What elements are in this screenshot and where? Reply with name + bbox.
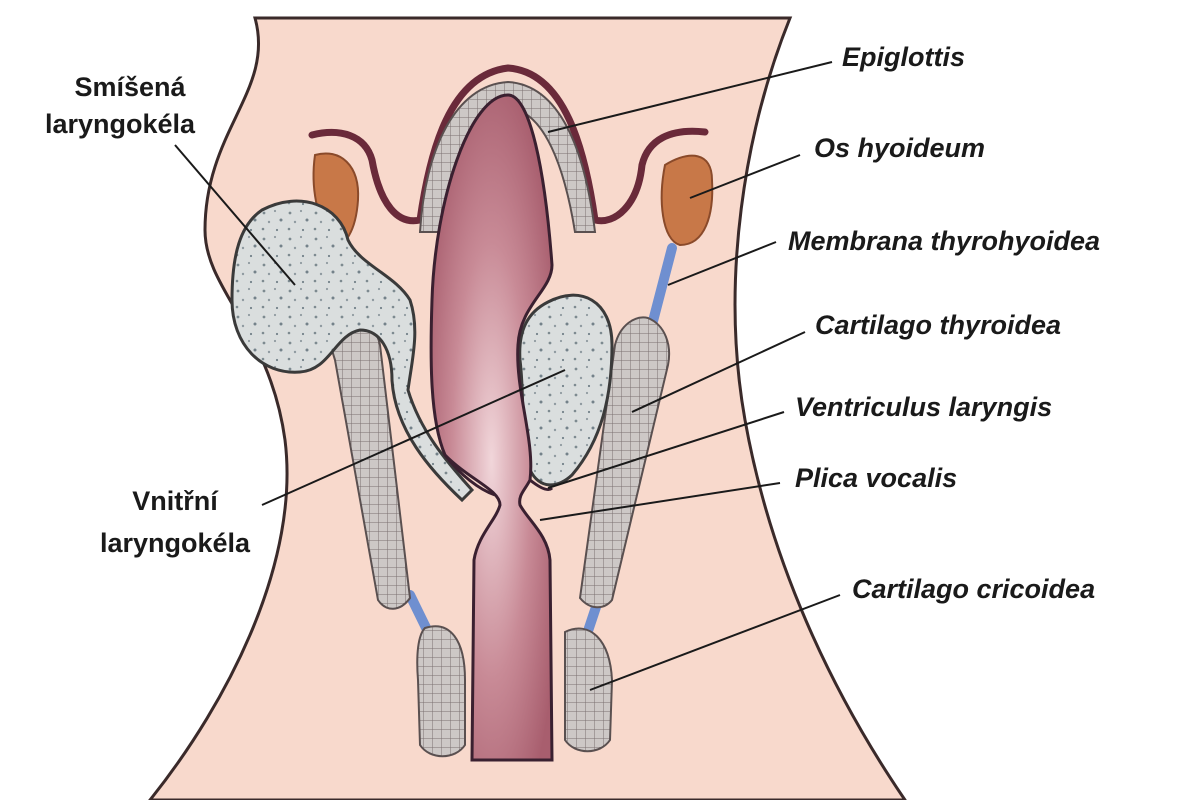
leader-cartilago-thyroidea — [631, 331, 806, 413]
leader-os-hyoideum — [689, 154, 801, 199]
leader-plica-vocalis — [539, 482, 781, 521]
leader-epiglottis — [547, 61, 833, 133]
leader-vnitrni-laryngokela — [261, 369, 566, 506]
membrane-thyrohyoid-right — [647, 243, 677, 330]
label-epiglottis: Epiglottis — [842, 42, 965, 72]
ventricle-left — [443, 454, 496, 497]
internal-laryngocele — [518, 293, 614, 487]
hyoid-right — [660, 154, 714, 247]
label-membrana-thyrohyoidea: Membrana thyrohyoidea — [788, 226, 1100, 256]
label-vnitrni-line2: laryngokéla — [100, 528, 251, 558]
label-ventriculus-laryngis: Ventriculus laryngis — [795, 392, 1052, 422]
cricoid-cartilage-right — [564, 627, 614, 753]
pharyngeal-mucosa-line — [308, 64, 709, 225]
ventricle-right — [529, 478, 554, 492]
leader-membrana-thyrohyoidea — [667, 241, 777, 286]
mixed-laryngocele — [230, 199, 475, 503]
label-os-hyoideum: Os hyoideum — [814, 133, 985, 163]
label-cartilago-cricoidea: Cartilago cricoidea — [852, 574, 1095, 604]
laryngeal-lumen — [429, 93, 554, 762]
leader-smisena-laryngokela — [174, 144, 296, 286]
label-vnitrni-line1: Vnitřní — [132, 486, 219, 516]
label-cartilago-thyroidea: Cartilago thyroidea — [815, 310, 1061, 340]
cricoid-cartilage-left — [416, 625, 466, 758]
leader-ventriculus-laryngis — [547, 411, 785, 489]
leader-cartilago-cricoidea — [589, 594, 841, 691]
label-smisena-line1: Smíšená — [74, 72, 186, 102]
label-plica-vocalis: Plica vocalis — [795, 463, 957, 493]
label-smisena-line2: laryngokéla — [45, 109, 196, 139]
